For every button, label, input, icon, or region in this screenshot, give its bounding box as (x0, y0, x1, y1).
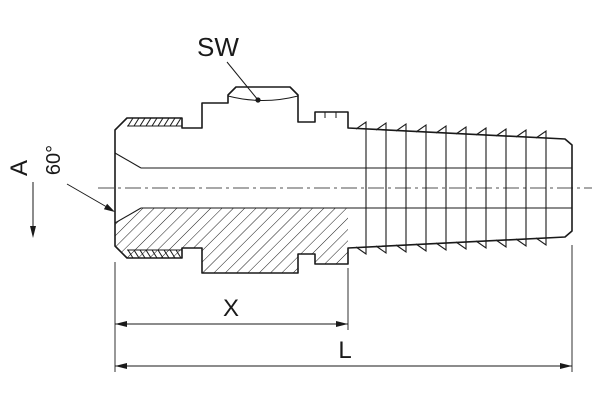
a-arrowhead (30, 226, 36, 238)
hex-facet-arc (227, 95, 299, 101)
angle-arrowhead (103, 203, 115, 212)
sw-label: SW (197, 32, 239, 62)
collar-grooves (324, 112, 337, 118)
dimension-l (115, 245, 573, 372)
bore-lines (114, 152, 572, 224)
fitting-outline (114, 86, 573, 274)
barb-vertical-lines (365, 129, 547, 247)
seat-cone-lower-line (114, 207, 142, 224)
angle-leader-line (66, 183, 113, 211)
sw-callout: SW (197, 32, 261, 103)
thread-detail (127, 117, 182, 259)
angle-callout: 60° (43, 145, 115, 212)
dim-l-arrow-left (115, 363, 127, 369)
dimension-x (114, 262, 349, 372)
fitting-body-outline (114, 86, 573, 274)
angle-label: 60° (43, 145, 65, 175)
seat-cone-upper-line (114, 152, 142, 169)
dimension-l-label: L (338, 337, 351, 364)
sw-leader-dot (255, 97, 261, 103)
a-label: A (6, 160, 33, 176)
sw-leader-line (226, 61, 259, 101)
a-callout: A (6, 160, 36, 238)
barb-teeth-bottom (355, 237, 547, 256)
dim-x-arrow-left (115, 321, 127, 327)
dim-l-arrow-right (560, 363, 572, 369)
barb-teeth-top (355, 120, 547, 139)
cross-section-hatch (115, 208, 348, 273)
dimension-x-label: X (223, 295, 239, 322)
dim-x-arrow-right (336, 321, 348, 327)
hose-tail-barbs (355, 120, 547, 256)
